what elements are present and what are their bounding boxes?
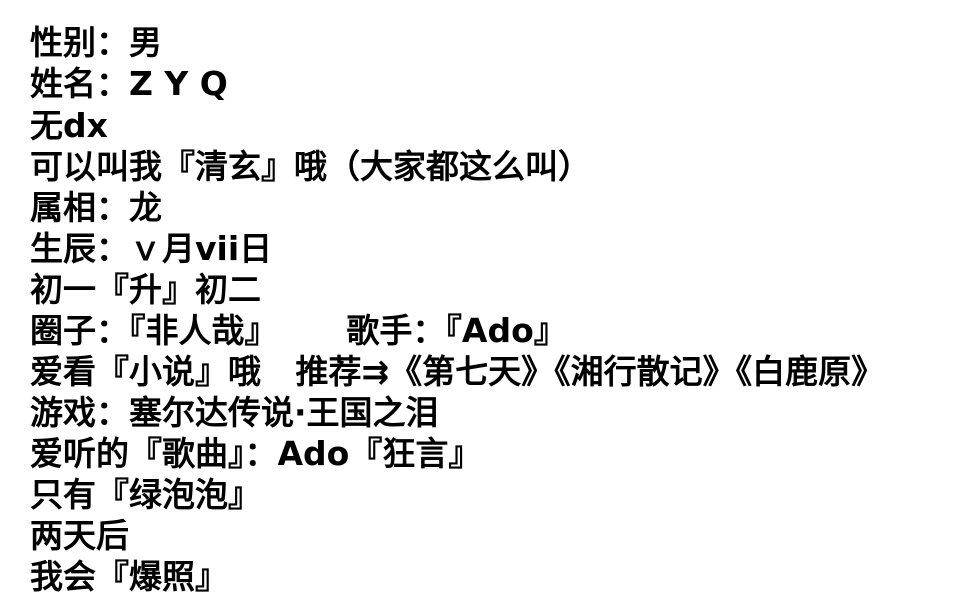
profile-line-grade: 初一『升』初二 (30, 270, 261, 309)
profile-line-no-dx: 无dx (30, 106, 108, 145)
profile-line-nickname: 可以叫我『清玄』哦（大家都这么叫） (30, 147, 591, 186)
profile-line-gender: 性别：男 (30, 23, 162, 62)
profile-line-name: 姓名：Z Y Q (30, 64, 228, 103)
profile-line-game: 游戏：塞尔达传说·王国之泪 (30, 393, 439, 432)
profile-line-birthday: 生辰：ｖ月vii日 (30, 229, 273, 268)
profile-line-two-days: 两天后 (30, 516, 129, 555)
profile-line-zodiac: 属相：龙 (30, 188, 162, 227)
profile-line-circle-singer: 圈子：『非人哉』 歌手：『Ado』 (30, 311, 567, 350)
profile-line-song: 爱听的『歌曲』：Ado『狂言』 (30, 434, 482, 473)
profile-line-reading: 爱看『小说』哦 推荐⇉《第七天》《湘行散记》《白鹿原》 (30, 352, 885, 391)
profile-line-photo: 我会『爆照』 (30, 557, 228, 596)
profile-line-contact: 只有『绿泡泡』 (30, 475, 261, 514)
